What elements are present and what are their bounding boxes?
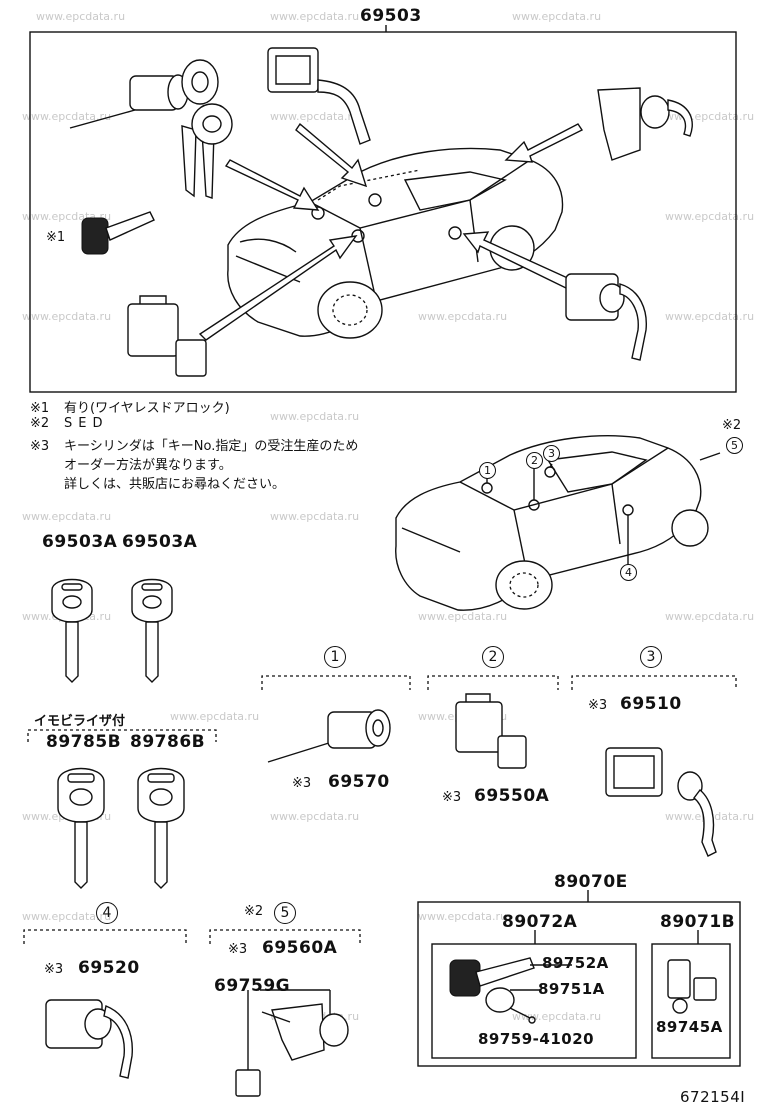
part-number-89752a: 89752A	[542, 954, 609, 972]
diagram-id: 672154I	[680, 1088, 746, 1106]
part-number-89759-41020: 89759-41020	[478, 1030, 595, 1048]
watermark: www.epcdata.ru	[22, 910, 112, 923]
callout-5: 5	[726, 437, 743, 454]
part-number-69503a-2: 69503A	[122, 532, 198, 552]
note-1-mark: ※1	[30, 401, 50, 416]
watermark: www.epcdata.ru	[512, 1010, 602, 1023]
note-mark-2-section5: ※2	[244, 904, 264, 919]
sedan-callout-diagram	[395, 435, 721, 611]
section-1-number: 1	[324, 646, 346, 668]
note-mark-3-69510: ※3	[588, 698, 608, 713]
part-number-69510: 69510	[620, 694, 682, 714]
key-69503a-left	[51, 578, 93, 683]
note-mark-3-69550a: ※3	[442, 790, 462, 805]
parts-89071b-frame	[651, 943, 731, 1059]
part-number-89785b: 89785B	[46, 732, 122, 752]
note-4-text: オーダー方法が異なります。	[64, 458, 232, 473]
key-case-parts-89071b	[667, 959, 717, 1014]
ignition-cylinder-69570	[267, 709, 391, 763]
note-1: ※1 有り(ワイヤレスドアロック)	[30, 397, 230, 416]
part-number-89745a: 89745A	[656, 1018, 723, 1036]
note-mark-1: ※1	[46, 230, 66, 245]
watermark: www.epcdata.ru	[418, 610, 508, 623]
hood-lock-69550a	[455, 693, 527, 769]
assembly-frame	[29, 31, 737, 393]
watermark: www.epcdata.ru	[418, 310, 508, 323]
wireless-key-89072a	[449, 957, 536, 1024]
section-5-number: 5	[274, 902, 296, 924]
watermark: www.epcdata.ru	[270, 510, 360, 523]
key-89072a-frame	[431, 943, 637, 1059]
key-89785b	[57, 767, 105, 889]
part-number-89786b: 89786B	[130, 732, 206, 752]
part-number-69570: 69570	[328, 772, 390, 792]
callout-2: 2	[526, 452, 543, 469]
note-3: ※3 キーシリンダは「キーNo.指定」の受注生産のため	[30, 435, 358, 454]
hood-lock-top	[127, 295, 207, 377]
note-mark-2: ※2	[722, 418, 742, 433]
glove-box-lock-69510	[605, 747, 717, 857]
part-number-69520: 69520	[78, 958, 140, 978]
note-mark-3-69570: ※3	[292, 776, 312, 791]
part-number-89070e: 89070E	[554, 872, 628, 892]
section-1-label: 1	[324, 646, 346, 668]
trunk-lock-top	[597, 87, 693, 161]
watermark: www.epcdata.ru	[270, 810, 360, 823]
sedan-illustration-top	[227, 147, 564, 339]
section-2-label: 2	[482, 646, 504, 668]
watermark: www.epcdata.ru	[170, 710, 260, 723]
glove-box-lock-top	[267, 47, 371, 145]
part-number-69503: 69503	[360, 6, 422, 26]
part-number-69759g: 69759G	[214, 976, 291, 996]
section-3-label: 3	[640, 646, 662, 668]
watermark: www.epcdata.ru	[512, 10, 602, 23]
watermark: www.epcdata.ru	[665, 310, 755, 323]
part-number-89071b: 89071B	[660, 912, 736, 932]
note-3-text: キーシリンダは「キーNo.指定」の受注生産のため	[64, 439, 359, 454]
note-5-text: 詳しくは、共販店にお尋ねください。	[64, 477, 286, 492]
section-2-number: 2	[482, 646, 504, 668]
part-number-69503a-1: 69503A	[42, 532, 118, 552]
immobilizer-label: イモビライザ付	[34, 714, 126, 729]
watermark: www.epcdata.ru	[418, 910, 508, 923]
watermark: www.epcdata.ru	[36, 10, 126, 23]
watermark: www.epcdata.ru	[665, 610, 755, 623]
key-set-89070e-frame	[417, 901, 741, 1067]
section-3-number: 3	[640, 646, 662, 668]
watermark: www.epcdata.ru	[22, 110, 112, 123]
wireless-key-top	[81, 211, 155, 255]
watermark: www.epcdata.ru	[270, 10, 360, 23]
watermark: www.epcdata.ru	[665, 210, 755, 223]
callout-3: 3	[543, 445, 560, 462]
door-lock-69520	[45, 999, 133, 1079]
section-5-label: 5	[274, 902, 296, 924]
key-89786b	[137, 767, 185, 889]
note-4: オーダー方法が異なります。	[64, 454, 232, 473]
section-4-number: 4	[96, 902, 118, 924]
note-3-mark: ※3	[30, 439, 50, 454]
part-number-89751a: 89751A	[538, 980, 605, 998]
part-number-69550a: 69550A	[474, 786, 550, 806]
note-mark-3-69520: ※3	[44, 962, 64, 977]
watermark: www.epcdata.ru	[270, 410, 360, 423]
note-2-mark: ※2	[30, 416, 50, 431]
watermark: www.epcdata.ru	[270, 110, 360, 123]
watermark: www.epcdata.ru	[22, 510, 112, 523]
note-2: ※2 SED	[30, 416, 108, 431]
trunk-lock-69560a	[235, 989, 349, 1097]
watermark: www.epcdata.ru	[22, 310, 112, 323]
ignition-cylinder-with-keys	[69, 59, 233, 199]
section-4-label: 4	[96, 902, 118, 924]
note-mark-3-69560a: ※3	[228, 942, 248, 957]
callout-4: 4	[620, 564, 637, 581]
note-2-text: SED	[64, 416, 109, 431]
callout-1: 1	[479, 462, 496, 479]
part-number-69560a: 69560A	[262, 938, 338, 958]
door-lock-top	[565, 273, 647, 361]
part-number-89072a: 89072A	[502, 912, 578, 932]
note-5: 詳しくは、共販店にお尋ねください。	[64, 473, 285, 492]
key-69503a-right	[131, 578, 173, 683]
note-1-text: 有り(ワイヤレスドアロック)	[64, 401, 230, 416]
